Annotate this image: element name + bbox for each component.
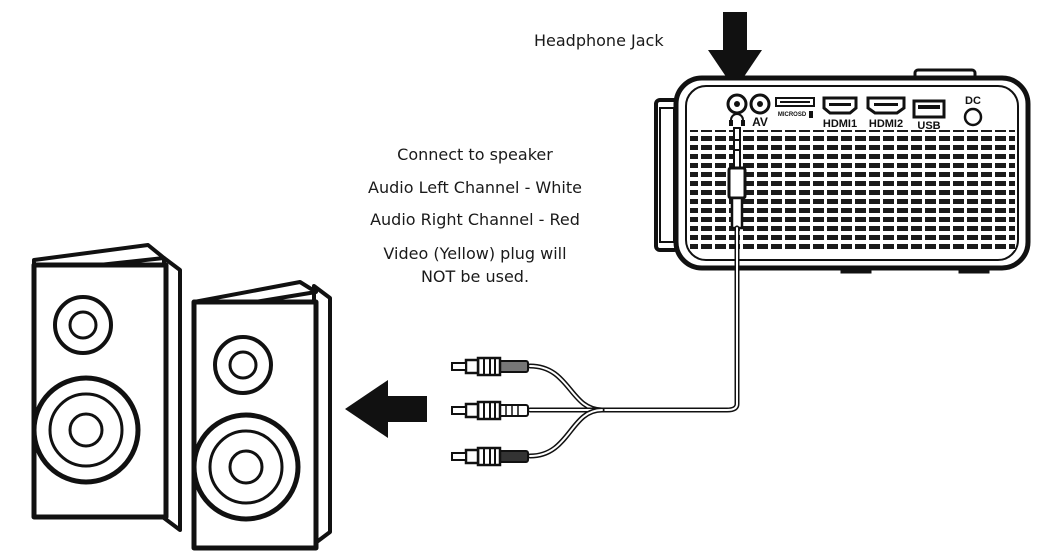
projector	[654, 68, 1031, 274]
svg-text:MICROSD: MICROSD	[778, 112, 807, 118]
microsd-slot: MICROSD	[775, 97, 815, 118]
left-arrow-icon	[345, 380, 427, 438]
audio-cable	[527, 225, 740, 459]
rca-plug-audio-left	[451, 400, 529, 421]
port-panel: AV MICROSD HDMI1 HDMI2 USB DC	[726, 93, 983, 132]
audio-plug	[727, 127, 747, 230]
audio-right-note: Audio Right Channel - Red	[370, 210, 580, 229]
hdmi2-port: HDMI2	[866, 96, 906, 130]
av-port: AV	[749, 93, 771, 129]
audio-left-note: Audio Left Channel - White	[368, 178, 582, 197]
rca-plug-audio-right	[451, 446, 529, 467]
usb-port: USB	[912, 99, 946, 132]
video-plug-note-line2: NOT be used.	[420, 267, 530, 286]
svg-text:HDMI1: HDMI1	[823, 118, 857, 130]
connect-speaker-note: Connect to speaker	[397, 145, 553, 164]
dc-port: DC	[963, 95, 983, 127]
headphone-jack-label: Headphone Jack	[534, 31, 664, 50]
svg-text:AV: AV	[752, 115, 768, 129]
speaker-right	[191, 280, 332, 551]
headphone-jack-port	[726, 93, 748, 115]
down-arrow-icon	[708, 12, 762, 90]
svg-text:USB: USB	[917, 120, 940, 132]
rca-plug-video	[451, 356, 529, 377]
svg-text:HDMI2: HDMI2	[869, 118, 903, 130]
speaker-left	[31, 243, 182, 532]
video-plug-note-line1: Video (Yellow) plug will	[383, 244, 567, 263]
headphone-icon	[729, 113, 745, 126]
hdmi1-port: HDMI1	[822, 96, 858, 130]
svg-text:DC: DC	[965, 95, 981, 107]
